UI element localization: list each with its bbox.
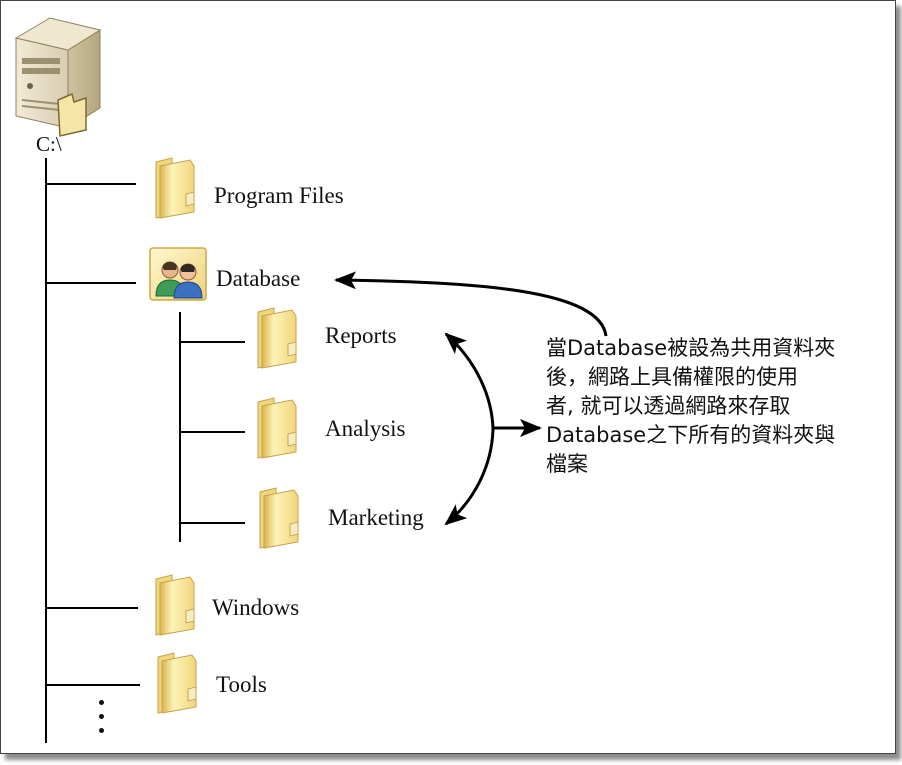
note-line: 者, 就可以透過網路來存取 [546,394,791,418]
folder-icon[interactable] [150,573,198,642]
arrow-to-database [334,271,608,337]
tree-item-reports[interactable]: Reports [325,323,397,348]
shared-folder-icon[interactable] [148,246,210,304]
server-icon [14,17,102,137]
tree-item-analysis[interactable]: Analysis [325,416,406,441]
tree-item-database[interactable]: Database [216,266,301,291]
tree-item-windows[interactable]: Windows [212,595,300,620]
arrow-curve-up [444,332,495,430]
diagram-frame [0,0,896,754]
note-line: 後，網路上具備權限的使用 [546,365,798,389]
tree-item-marketing[interactable]: Marketing [328,505,424,530]
tree-item-tools[interactable]: Tools [216,672,267,697]
more-items-indicator [95,700,107,742]
note-line: 檔案 [546,452,588,476]
note-line: Database之下所有的資料夾與 [546,423,836,447]
note-line: 當Database被設為共用資料夾 [546,336,836,360]
folder-icon[interactable] [152,651,200,720]
folder-icon[interactable] [150,156,198,225]
tree-item-program-files[interactable]: Program Files [214,183,344,208]
folder-icon[interactable] [252,306,300,375]
arrow-curve-down [444,428,495,526]
folder-icon[interactable] [252,396,300,465]
drive-label: C:\ [36,132,62,156]
share-explanation-note: 當Database被設為共用資料夾 後，網路上具備權限的使用 者, 就可以透過網… [546,334,891,479]
folder-icon[interactable] [254,486,302,555]
